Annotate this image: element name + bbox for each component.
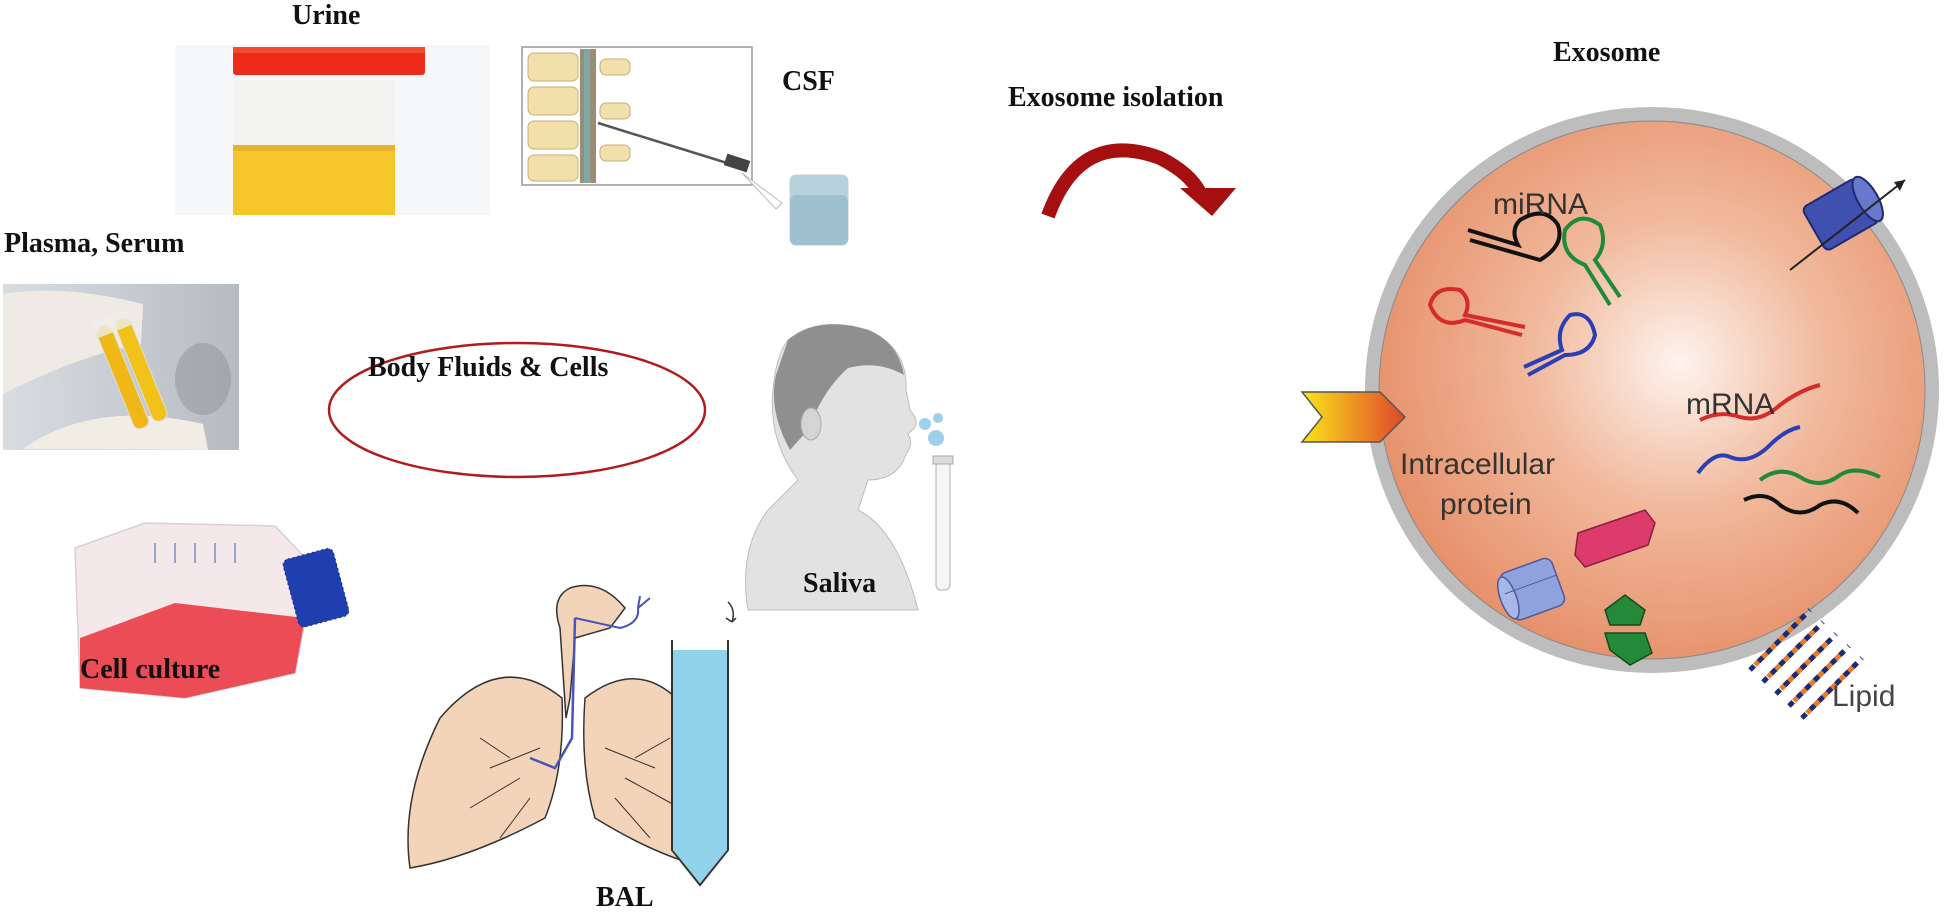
exosome-diagram bbox=[1300, 105, 1947, 745]
label-exosome: Exosome bbox=[1553, 37, 1661, 68]
label-exosome-isolation: Exosome isolation bbox=[1008, 82, 1224, 113]
membrane-channel-icon bbox=[1789, 175, 1906, 271]
label-body-fluids-cells: Body Fluids & Cells bbox=[368, 352, 609, 383]
label-plasma-serum: Plasma, Serum bbox=[4, 228, 185, 259]
bal-collection-tube bbox=[670, 600, 740, 890]
saliva-person-image bbox=[728, 320, 968, 640]
label-bal: BAL bbox=[596, 882, 654, 913]
label-mirna: miRNA bbox=[1493, 188, 1588, 221]
csf-lumbar-puncture-image bbox=[520, 45, 870, 255]
label-lipid: Lipid bbox=[1832, 680, 1896, 713]
label-intracellular-protein-line1: Intracellular bbox=[1400, 448, 1556, 481]
mrna-strands bbox=[1696, 383, 1881, 515]
cell-culture-flask-image bbox=[65, 518, 355, 708]
surface-ligand-icon bbox=[1300, 391, 1407, 443]
label-saliva: Saliva bbox=[803, 568, 877, 599]
intracellular-proteins bbox=[1497, 509, 1656, 666]
urine-cup-image bbox=[175, 45, 490, 215]
body-fluids-cells-ellipse bbox=[326, 340, 708, 480]
label-cell-culture: Cell culture bbox=[80, 654, 221, 685]
label-mrna: mRNA bbox=[1686, 388, 1775, 421]
curved-arrow-icon bbox=[1040, 138, 1240, 223]
exosome-lumen bbox=[1378, 120, 1926, 660]
label-csf: CSF bbox=[782, 66, 835, 97]
label-intracellular-protein-line2: protein bbox=[1440, 488, 1532, 521]
mirna-hairpins bbox=[1427, 211, 1622, 377]
lipid-bilayer-icon bbox=[1748, 608, 1864, 720]
plasma-serum-tubes-image bbox=[3, 284, 239, 450]
label-urine: Urine bbox=[292, 0, 361, 31]
